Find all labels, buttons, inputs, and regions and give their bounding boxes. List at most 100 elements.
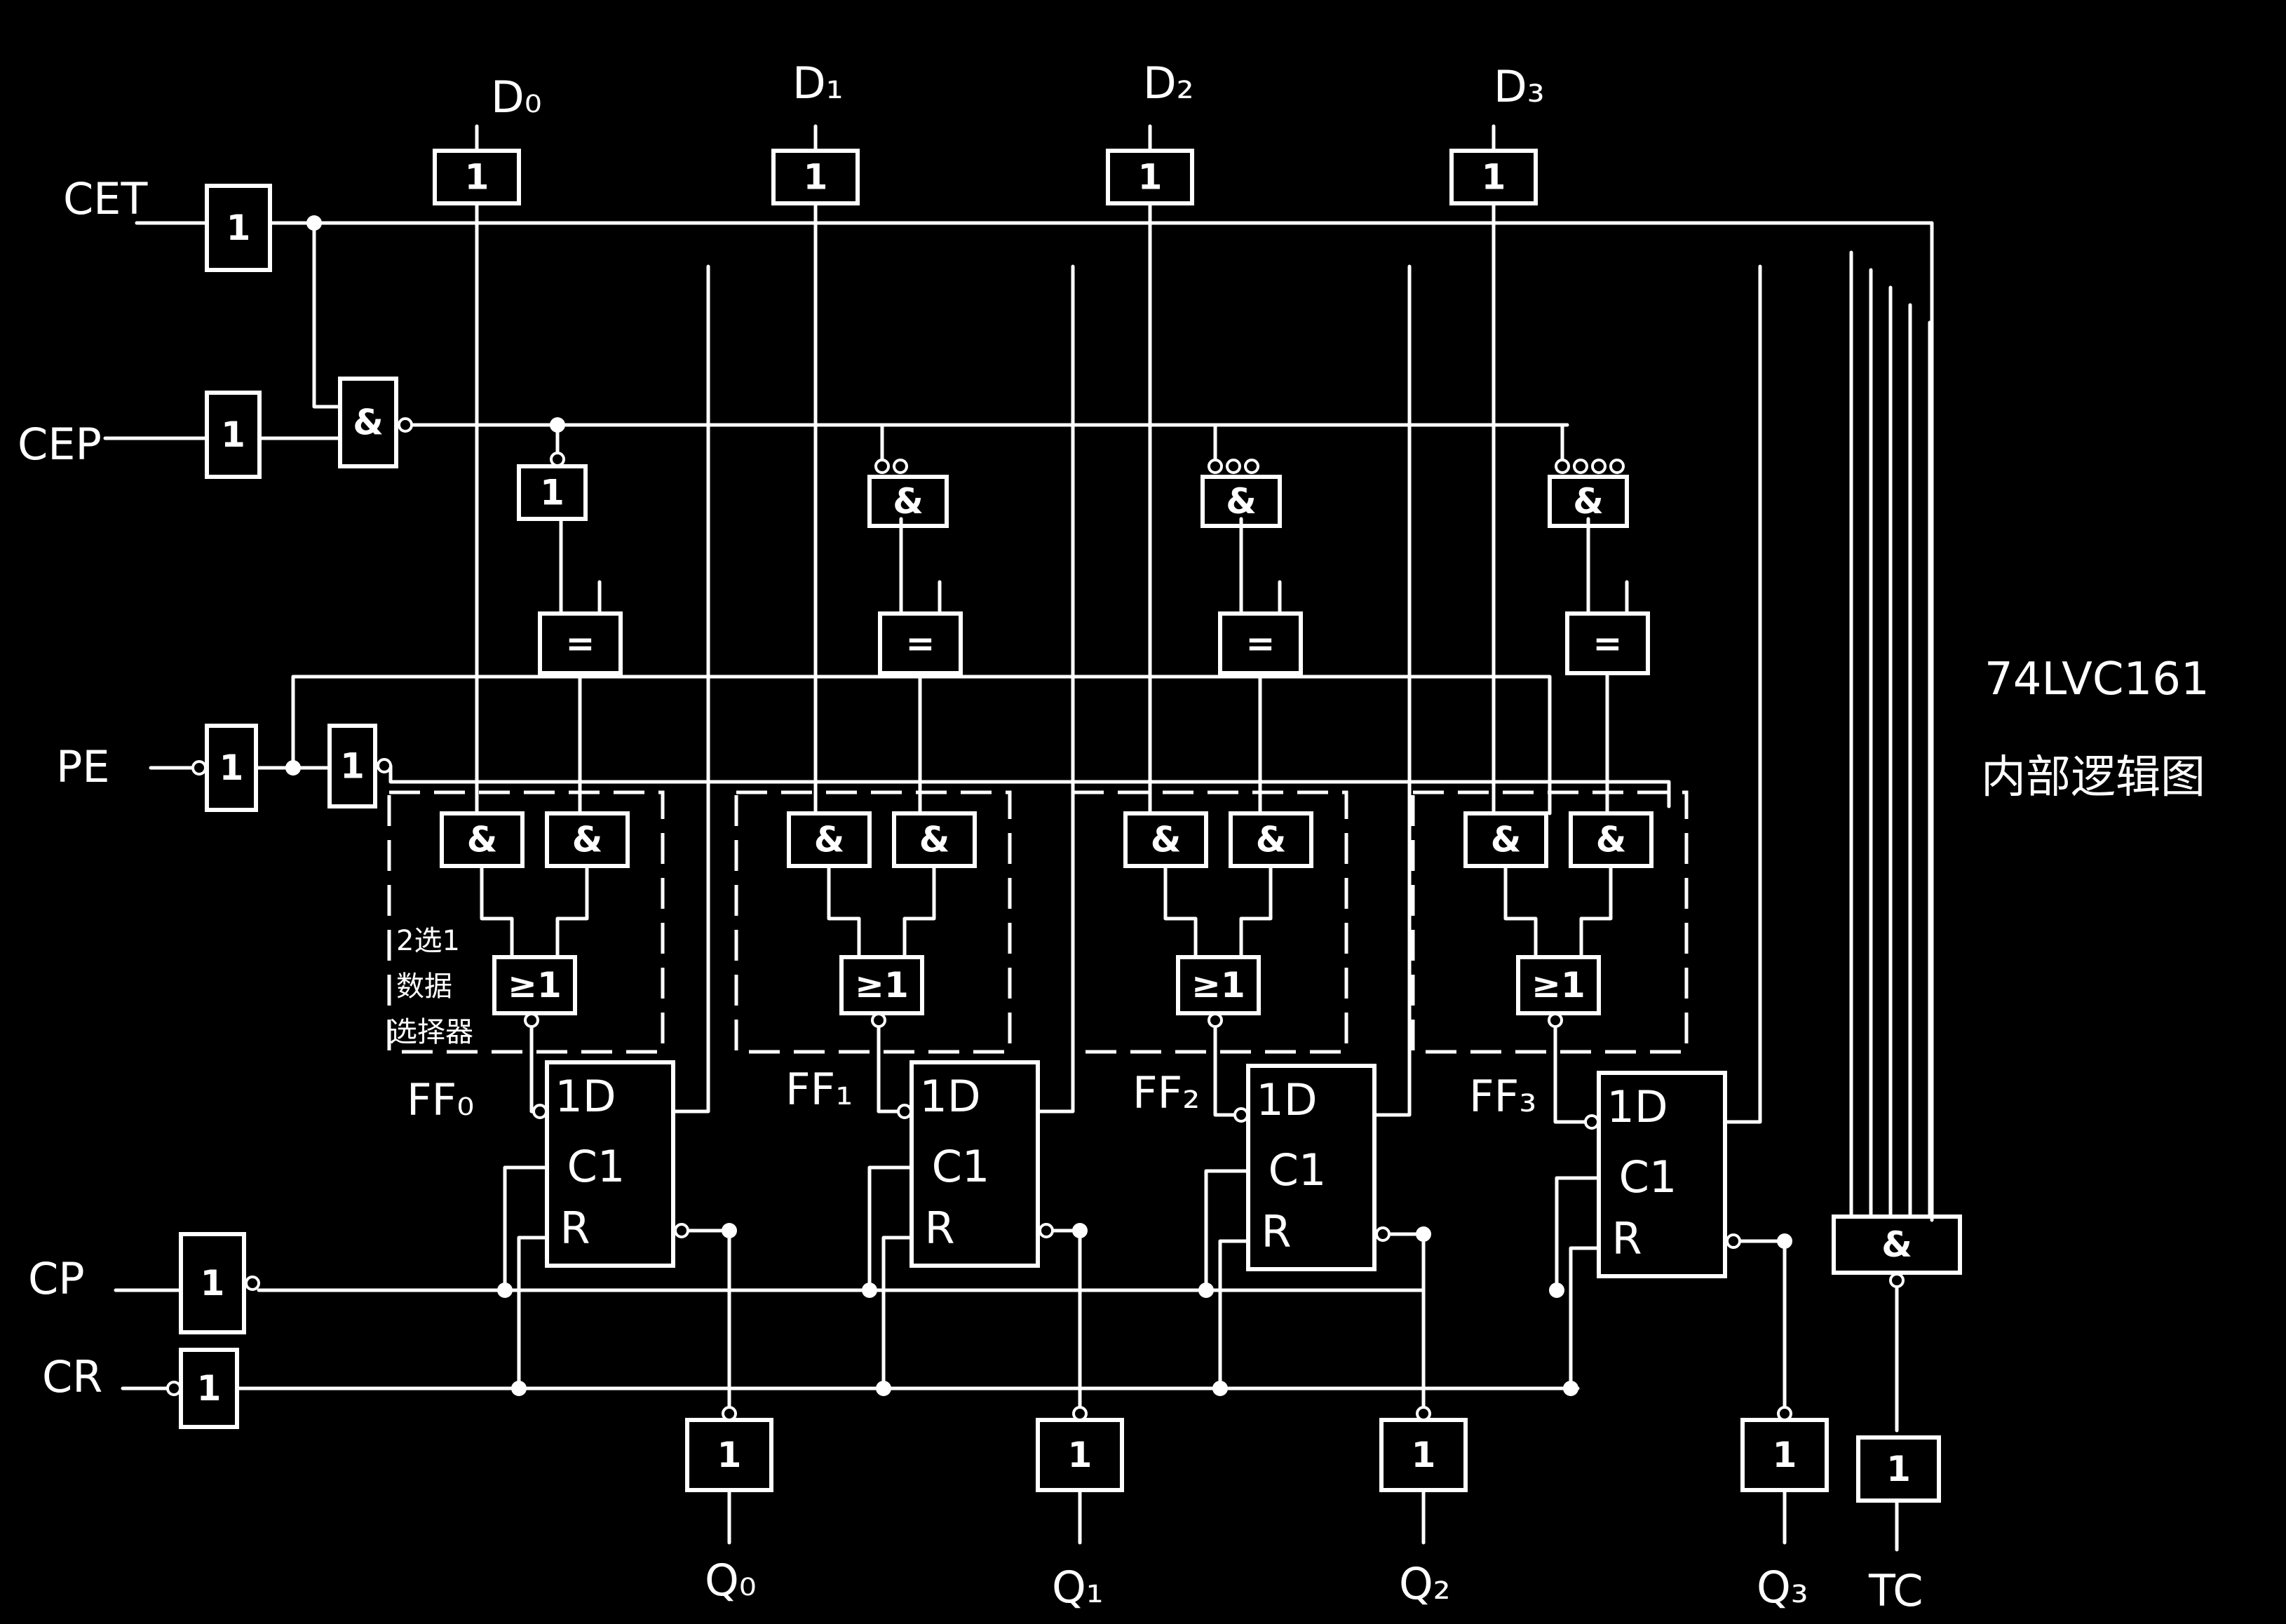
stage0-mux-and-load-symbol: & <box>467 820 498 860</box>
inversion-bubble <box>1208 1013 1223 1028</box>
stage1-mux-and-count <box>892 811 977 868</box>
junction-dot <box>1563 1381 1578 1396</box>
stage1-or-to-d <box>877 1024 900 1114</box>
stage3-clock-wire <box>1555 1176 1601 1292</box>
output-tc-label: TC <box>1868 1565 1923 1616</box>
stage1-enable-and-gate-symbol: & <box>893 481 924 522</box>
junction-dot <box>550 417 565 433</box>
stage3-mux-or-gate-symbol: ≥1 <box>1531 965 1585 1006</box>
inversion-bubble <box>1039 1223 1054 1238</box>
stage3-enable-and-gate <box>1548 475 1629 528</box>
stage3-mux-and-load-symbol: & <box>1491 820 1522 860</box>
stage1-mux-and-load <box>787 811 872 868</box>
cr-buffer-symbol: 1 <box>197 1368 222 1409</box>
output-q1-label: Q₁ <box>1052 1562 1104 1613</box>
input-cep-label: CEP <box>18 419 102 470</box>
cet-to-and <box>312 221 342 409</box>
junction-dot <box>511 1381 527 1396</box>
labels: 74LVC161 内部逻辑图 CET CEP PE CP CR D₀ D₁ D₂… <box>18 57 2210 1616</box>
inversion-bubble <box>1584 1114 1599 1130</box>
cep-buffer-symbol: 1 <box>221 414 245 455</box>
junction-dot <box>862 1283 877 1298</box>
pe-rail-inverted <box>388 764 1671 808</box>
stage3-enable-and-gate-symbol: & <box>1573 481 1604 522</box>
stage0-flipflop <box>545 1060 675 1268</box>
inversion-bubble <box>166 1381 182 1396</box>
inversion-bubble <box>524 1013 539 1028</box>
inversion-bubble <box>1233 1107 1249 1123</box>
stage2-mux-and-load <box>1123 811 1208 868</box>
data-input-d2-label: D₂ <box>1143 57 1194 109</box>
pe-buffer-1-symbol: 1 <box>219 747 244 788</box>
stage1-d-buffer <box>771 149 860 205</box>
stage0-mux-outline <box>387 790 665 1054</box>
stage1-d-buffer-symbol: 1 <box>804 157 828 198</box>
junction-dot <box>1777 1233 1792 1249</box>
ff3-label: FF₃ <box>1469 1071 1536 1122</box>
tc-output-buffer <box>1856 1435 1941 1503</box>
stage3-mux-and-count <box>1569 811 1653 868</box>
stage1-and-to-or-2 <box>902 864 936 959</box>
output-q3-label: Q₃ <box>1757 1562 1808 1613</box>
stage1-ff-r-pin: R <box>924 1203 954 1254</box>
cet-cep-and-gate <box>338 377 398 468</box>
inversion-bubble <box>1777 1406 1792 1421</box>
inversion-bubble <box>398 417 413 433</box>
junction-dot <box>1212 1381 1228 1396</box>
stage2-mux-or-gate-symbol: ≥1 <box>1191 965 1245 1006</box>
cp-buffer-symbol: 1 <box>201 1263 225 1304</box>
stage0-and-to-or-1 <box>480 864 514 959</box>
stage3-d-buffer <box>1449 149 1538 205</box>
stage1-enable-and-gate <box>867 475 949 528</box>
stage2-ff-r-pin: R <box>1261 1206 1291 1257</box>
inversion-bubble <box>377 758 392 773</box>
stage2-mux-and-load-symbol: & <box>1151 820 1182 860</box>
junction-dot <box>1549 1283 1564 1298</box>
inversion-bubble <box>1226 459 1241 474</box>
inversion-bubble <box>897 1104 912 1119</box>
stage3-ff-d-pin: 1D <box>1607 1081 1668 1132</box>
stage2-q-feedback <box>1372 264 1412 1117</box>
stage3-mux-and-count-symbol: & <box>1596 820 1627 860</box>
junction-dot <box>1072 1223 1088 1238</box>
junction-dot <box>285 760 301 776</box>
stage1-xor-gate-symbol: = <box>906 623 935 664</box>
output-q0-label: Q₀ <box>705 1555 757 1606</box>
stage2-and-to-or-1 <box>1163 864 1198 959</box>
stage2-enable-and-gate-symbol: & <box>1226 481 1257 522</box>
stage1-ff-d-pin: 1D <box>919 1071 980 1122</box>
stage3-xor-gate <box>1565 611 1650 675</box>
stage0-mux-and-count-symbol: & <box>572 820 603 860</box>
stage1-mux-and-count-symbol: & <box>919 820 950 860</box>
stage3-flipflop <box>1597 1071 1727 1278</box>
inversion-bubble <box>674 1223 689 1238</box>
inversion-bubble <box>1591 459 1607 474</box>
stage3-output-buffer-symbol: 1 <box>1773 1435 1797 1475</box>
pe-buffer-2-symbol: 1 <box>340 746 365 787</box>
title-line1: 74LVC161 <box>1984 654 2210 705</box>
inversion-bubble <box>1726 1233 1741 1249</box>
stage0-q-feedback <box>671 264 710 1114</box>
stage0-reset-wire <box>517 1236 549 1390</box>
stage0-mux-or-gate-symbol: ≥1 <box>508 965 562 1006</box>
stage3-and-to-or-2 <box>1579 864 1613 959</box>
mux-label-line3: 选择器 <box>389 1016 473 1048</box>
stage0-and-to-or-2 <box>555 864 589 959</box>
input-pe-label: PE <box>56 741 110 792</box>
inversion-bubble <box>1375 1226 1391 1242</box>
stage2-ff-c-pin: C1 <box>1269 1144 1327 1196</box>
stage3-ff-r-pin: R <box>1611 1213 1642 1264</box>
stage1-ff-c-pin: C1 <box>932 1141 990 1192</box>
stage2-ff-d-pin: 1D <box>1256 1074 1317 1125</box>
stage3-and-to-or-1 <box>1503 864 1538 959</box>
inversion-bubble <box>1208 459 1223 474</box>
stage0-output-buffer-symbol: 1 <box>717 1435 742 1475</box>
stage2-mux-and-count-symbol: & <box>1256 820 1287 860</box>
inversion-bubble <box>550 452 565 467</box>
stage1-and-to-or-1 <box>827 864 861 959</box>
input-cr-label: CR <box>42 1351 102 1402</box>
stage0-xor-gate-symbol: = <box>566 623 595 664</box>
inversion-bubble <box>1072 1406 1088 1421</box>
ff0-label: FF₀ <box>407 1074 474 1125</box>
